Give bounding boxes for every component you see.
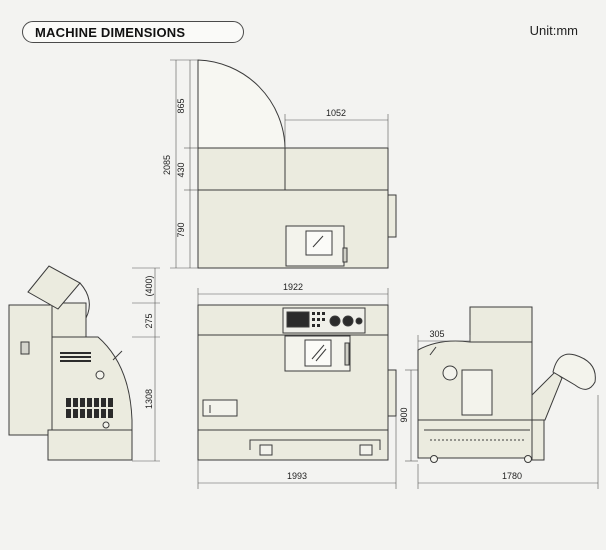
control-screen	[286, 311, 310, 328]
dim-275: 275	[144, 313, 154, 328]
left-rear-cabinet	[8, 304, 53, 436]
dim-1780: 1780	[502, 471, 522, 481]
dim-1308: 1308	[144, 389, 154, 409]
dimension-lines	[132, 59, 599, 489]
dim-1922: 1922	[283, 282, 303, 292]
left-vent-grille	[60, 352, 113, 418]
dim-900: 900	[399, 407, 409, 422]
dim-790: 790	[176, 222, 186, 237]
front-window	[304, 339, 332, 367]
front-side-panel	[387, 369, 397, 417]
top-view-window	[305, 230, 333, 256]
left-side-view	[8, 265, 133, 461]
top-view-upper-body	[197, 147, 389, 191]
dim-1052: 1052	[326, 108, 346, 118]
dim-305: 305	[429, 329, 444, 339]
front-base	[197, 429, 389, 461]
page-title: MACHINE DIMENSIONS	[35, 25, 186, 40]
front-view	[197, 304, 397, 461]
conveyor-leg	[531, 419, 545, 461]
unit-label: Unit:mm	[529, 23, 578, 38]
dimension-labels: 865 430 790 2085 1052 (400) 275 1308 192…	[144, 98, 522, 481]
door-swing-arc	[197, 59, 286, 149]
front-access-panel	[202, 399, 238, 417]
right-side-door	[461, 369, 493, 416]
left-base	[47, 429, 133, 461]
dim-865: 865	[176, 98, 186, 113]
dim-430: 430	[176, 162, 186, 177]
conveyor-hood	[552, 353, 596, 390]
right-base	[417, 419, 539, 459]
dim-400: (400)	[144, 275, 154, 296]
right-upper-block	[469, 306, 533, 343]
chip-conveyor	[531, 371, 563, 421]
title-badge: MACHINE DIMENSIONS	[22, 21, 244, 43]
right-side-view	[417, 306, 596, 463]
top-view-side-panel	[387, 194, 397, 238]
dim-1993: 1993	[287, 471, 307, 481]
top-view	[197, 59, 397, 269]
dim-2085: 2085	[162, 155, 172, 175]
